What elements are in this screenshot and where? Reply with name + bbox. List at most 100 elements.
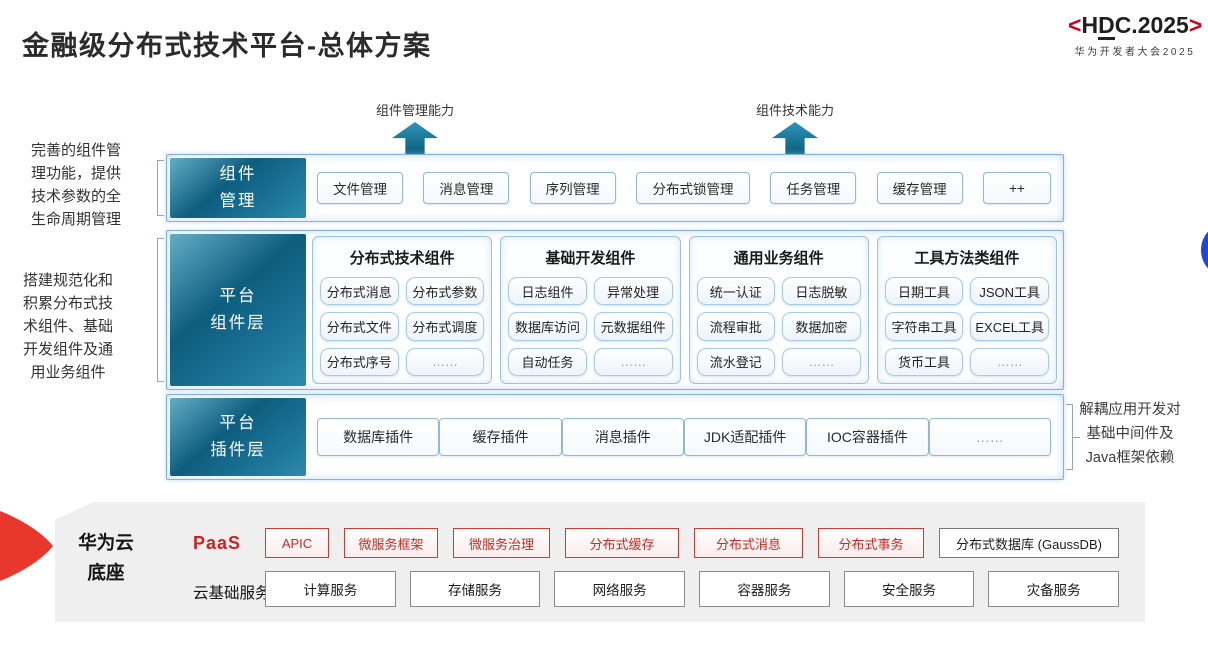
component-cell: 分布式参数 [405,277,485,306]
note-decouple-line: 基础中间件及 [1086,426,1174,442]
plugin-box: 数据库插件 [317,418,440,456]
hdc-logo: <HDC.2025> 华为开发者大会2025 [1068,12,1202,58]
column-grid: 统一认证 日志脱敏 流程审批 数据加密 流水登记 …… [696,277,861,376]
component-box: ++ [982,172,1051,204]
component-cell: 分布式文件 [320,312,399,341]
page-title: 金融级分布式技术平台-总体方案 [22,31,432,61]
paas-box: 分布式事务 [818,528,924,558]
plugin-box: IOC容器插件 [806,418,929,456]
cloud-services-row: 计算服务 存储服务 网络服务 容器服务 安全服务 灾备服务 [265,571,1120,607]
note-decouple: 解耦应用开发对 基础中间件及 Java框架依赖 [1074,398,1186,470]
component-cell: 日志组件 [508,277,587,306]
component-cell: 统一认证 [696,277,776,306]
paas-items-row: APIC 微服务框架 微服务治理 分布式缓存 分布式消息 分布式事务 分布式数据… [265,528,1119,558]
cloud-service-box: 网络服务 [554,571,686,607]
paas-box: APIC [265,528,329,558]
column-grid: 日志组件 异常处理 数据库访问 元数据组件 自动任务 …… [508,277,673,376]
blue-circle-decoration [1201,222,1208,278]
red-wedge-icon [0,511,53,581]
left-bracket [157,160,164,216]
up-arrow-icon [392,122,438,157]
up-arrow-icon [772,122,818,157]
column-basic-dev: 基础开发组件 日志组件 异常处理 数据库访问 元数据组件 自动任务 …… [500,236,681,384]
layer-platform-plugins: 平台 插件层 数据库插件 缓存插件 消息插件 JDK适配插件 IOC容器插件 …… [166,394,1064,480]
note-decouple-line: 解耦应用开发对 [1079,402,1181,418]
component-cell: 数据库访问 [508,312,587,341]
logo-d-underlined: D [1098,13,1115,41]
component-cell: 元数据组件 [593,312,673,341]
note-decouple-line: Java框架依赖 [1085,450,1175,466]
capability-arrow-mgmt-label: 组件管理能力 [375,103,454,118]
platform-plugin-items: 数据库插件 缓存插件 消息插件 JDK适配插件 IOC容器插件 …… [317,395,1051,479]
cloud-services-label: 云基础服务 [193,585,271,602]
layer-label-line: 插件层 [210,441,266,459]
component-cell: JSON工具 [970,277,1049,306]
component-cell: 流水登记 [696,347,776,376]
capability-arrow-mgmt: 组件管理能力 [335,100,495,157]
hdc-logo-subtitle: 华为开发者大会2025 [1074,47,1196,59]
paas-box: 微服务治理 [453,528,550,558]
layer-label-line: 管理 [219,192,257,210]
plugin-box-more: …… [928,418,1051,456]
huawei-cloud-foundation-panel: 华为云底座 PaaS 云基础服务 APIC 微服务框架 微服务治理 分布式缓存 … [55,502,1145,622]
column-distributed-tech: 分布式技术组件 分布式消息 分布式参数 分布式文件 分布式调度 分布式序号 …… [312,236,493,384]
component-cell: 异常处理 [593,277,673,306]
component-cell: 分布式调度 [405,312,485,341]
plugin-box: 缓存插件 [439,418,562,456]
column-header: 基础开发组件 [545,250,636,267]
paas-label: PaaS [193,533,242,553]
component-cell: 日志脱敏 [782,277,861,306]
capability-arrow-tech-label: 组件技术能力 [755,103,834,118]
column-common-business: 通用业务组件 统一认证 日志脱敏 流程审批 数据加密 流水登记 …… [688,236,869,384]
component-management-items: 文件管理 消息管理 序列管理 分布式锁管理 任务管理 缓存管理 ++ [317,155,1051,221]
layer-label-platform-plugins: 平台 插件层 [170,398,306,476]
capability-arrow-tech: 组件技术能力 [715,100,875,157]
layer-label-line: 平台 [219,414,257,432]
logo-open-angle: < [1068,12,1082,38]
layer-label-component-management: 组件 管理 [170,158,306,218]
note-component-management: 完善的组件管理功能，提供技术参数的全生命周期管理 [30,142,121,228]
layer-label-line: 组件层 [210,314,266,332]
logo-rest: C.2025 [1114,12,1189,38]
layer-component-management: 组件 管理 文件管理 消息管理 序列管理 分布式锁管理 任务管理 缓存管理 ++ [166,154,1064,222]
cloud-service-box: 灾备服务 [988,571,1120,607]
cloud-service-box: 存储服务 [409,571,541,607]
column-header: 工具方法类组件 [914,250,1020,267]
component-box: 消息管理 [423,172,510,204]
logo-h: H [1081,12,1099,38]
paas-box: 分布式消息 [694,528,803,558]
component-cell: 货币工具 [884,347,964,376]
component-cell: 日期工具 [884,277,964,306]
cloud-service-box: 容器服务 [699,571,830,607]
component-cell-more: …… [782,347,861,376]
component-cell: 分布式序号 [320,347,399,376]
platform-component-columns: 分布式技术组件 分布式消息 分布式参数 分布式文件 分布式调度 分布式序号 ……… [312,236,1057,384]
column-grid: 日期工具 JSON工具 字符串工具 EXCEL工具 货币工具 …… [884,277,1049,376]
component-cell-more: …… [970,347,1049,376]
gaussdb-box: 分布式数据库 (GaussDB) [939,528,1119,558]
plugin-box: JDK适配插件 [683,418,807,456]
logo-close-angle: > [1188,12,1203,38]
hdc-logo-text: <HDC.2025> [1068,12,1203,41]
left-bracket [157,238,164,382]
paas-box: 分布式缓存 [565,528,679,558]
right-bracket [1066,404,1080,470]
cloud-service-box: 计算服务 [265,571,396,607]
foundation-label: 华为云底座 [78,532,134,583]
column-tool-methods: 工具方法类组件 日期工具 JSON工具 字符串工具 EXCEL工具 货币工具 …… [876,236,1057,384]
component-cell: 分布式消息 [320,277,399,306]
component-cell: 数据加密 [782,312,861,341]
column-grid: 分布式消息 分布式参数 分布式文件 分布式调度 分布式序号 …… [320,277,485,376]
column-header: 分布式技术组件 [349,250,455,267]
component-box: 任务管理 [770,172,857,204]
component-box: 序列管理 [529,172,616,204]
component-box: 文件管理 [317,172,403,204]
component-cell-more: …… [593,347,673,376]
note-component-build: 搭建规范化和积累分布式技术组件、基础开发组件及通用业务组件 [22,272,113,381]
component-box: 分布式锁管理 [635,172,750,204]
plugin-box: 消息插件 [561,418,684,456]
column-header: 通用业务组件 [733,250,824,267]
layer-label-line: 平台 [219,287,257,305]
layer-platform-components: 平台 组件层 分布式技术组件 分布式消息 分布式参数 分布式文件 分布式调度 分… [166,230,1064,390]
